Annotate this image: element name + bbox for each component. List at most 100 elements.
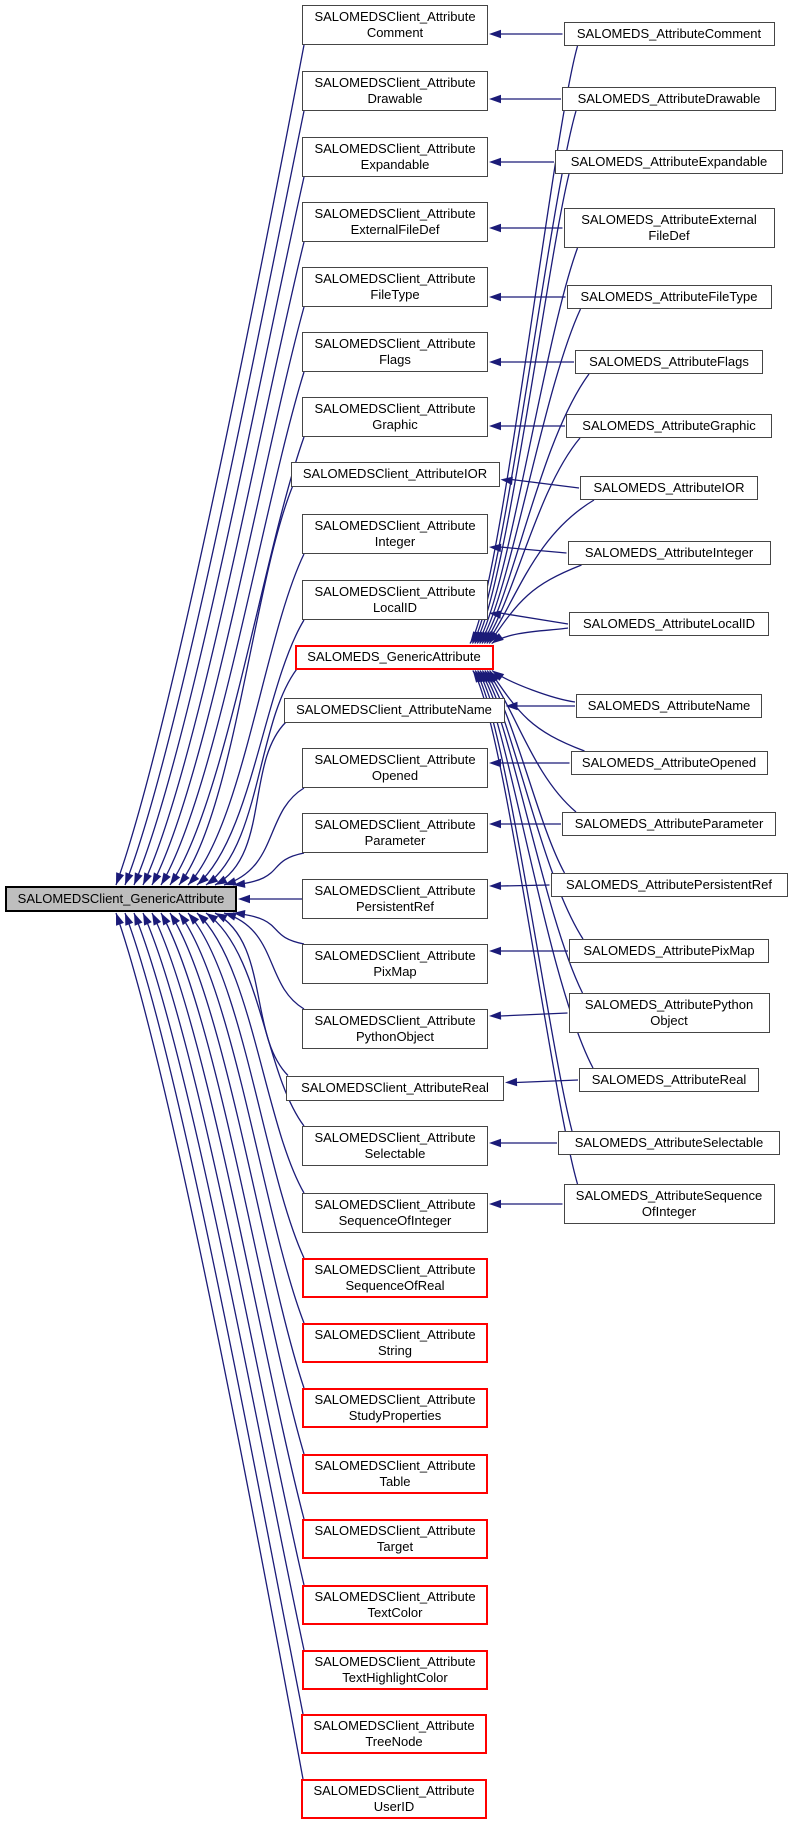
class-node-SALOMEDS_AttributeFileType[interactable]: SALOMEDS_AttributeFileType <box>566 285 772 309</box>
class-node-SALOMEDSClient_AttributeName[interactable]: SALOMEDSClient_AttributeName <box>283 697 505 723</box>
class-node-SALOMEDS_AttributePersistentRef[interactable]: SALOMEDS_AttributePersistentRef <box>550 873 788 897</box>
class-node-SALOMEDS_AttributeIOR[interactable]: SALOMEDS_AttributeIOR <box>580 476 758 500</box>
inheritance-edge <box>486 670 577 813</box>
arrowhead <box>238 894 250 904</box>
class-node-label: String <box>378 1343 412 1358</box>
class-node-label: SALOMEDS_AttributeGraphic <box>582 418 756 433</box>
inheritance-edge <box>205 669 298 886</box>
inheritance-edge <box>160 371 305 886</box>
class-node-label: SALOMEDSClient_Attribute <box>314 336 476 351</box>
class-node-label: TextColor <box>367 1605 423 1620</box>
class-node-label: SALOMEDS_AttributeComment <box>576 26 762 41</box>
arrowhead <box>233 910 246 919</box>
inheritance-edge <box>160 912 305 1455</box>
class-node-SALOMEDS_AttributeInteger[interactable]: SALOMEDS_AttributeInteger <box>567 541 771 565</box>
class-node-SALOMEDS_AttributeOpened[interactable]: SALOMEDS_AttributeOpened <box>570 751 768 775</box>
class-node-SALOMEDS_AttributeGraphic[interactable]: SALOMEDS_AttributeGraphic <box>566 414 772 438</box>
class-node-label: ExternalFileDef <box>350 222 440 237</box>
class-node-label: SALOMEDSClient_Attribute <box>314 1392 476 1407</box>
arrowhead <box>215 875 228 885</box>
arrowhead <box>179 913 190 926</box>
class-node-SALOMEDS_AttributePixMap[interactable]: SALOMEDS_AttributePixMap <box>569 939 769 963</box>
arrowhead <box>491 633 504 644</box>
class-node-label: PixMap <box>373 964 417 979</box>
arrowhead <box>125 872 134 885</box>
class-node-SALOMEDS_AttributeLocalID[interactable]: SALOMEDS_AttributeLocalID <box>569 612 769 636</box>
class-node-SALOMEDS_AttributeReal[interactable]: SALOMEDS_AttributeReal <box>579 1068 759 1092</box>
inheritance-edge <box>196 912 305 1194</box>
class-node-SALOMEDS_AttributeFlags[interactable]: SALOMEDS_AttributeFlags <box>575 350 763 374</box>
class-node-label: FileType <box>370 287 420 302</box>
arrowhead <box>489 819 501 829</box>
class-node-label: SequenceOfReal <box>345 1278 445 1293</box>
class-node-label: Expandable <box>360 157 430 172</box>
class-node-SALOMEDSClient_AttributeIOR[interactable]: SALOMEDSClient_AttributeIOR <box>290 461 500 487</box>
arrowhead <box>161 913 171 926</box>
class-node-label: Table <box>379 1474 411 1489</box>
class-node-SALOMEDS_AttributeComment[interactable]: SALOMEDS_AttributeComment <box>563 22 775 46</box>
class-node-SALOMEDS_AttributeExpandable[interactable]: SALOMEDS_AttributeExpandable <box>555 150 783 174</box>
arrowhead <box>224 877 237 886</box>
inheritance-edge <box>479 670 584 994</box>
class-node-label: SALOMEDSClient_Attribute <box>314 1130 476 1145</box>
inheritance-edge <box>169 436 305 886</box>
inheritance-edge <box>178 486 294 886</box>
class-node-label: SALOMEDSClient_Attribute <box>314 141 476 156</box>
arrowhead <box>489 223 501 233</box>
class-node-SALOMEDS_AttributeParameter[interactable]: SALOMEDS_AttributeParameter <box>562 812 776 836</box>
class-node-label: SALOMEDS_AttributeSelectable <box>574 1135 764 1150</box>
class-node-label: SALOMEDSClient_Attribute <box>314 1523 476 1538</box>
class-node-SALOMEDS_AttributeName[interactable]: SALOMEDS_AttributeName <box>576 694 762 718</box>
class-node-label: OfInteger <box>641 1204 697 1219</box>
arrowhead <box>143 913 152 926</box>
class-node-label: SALOMEDS_AttributeFlags <box>589 354 749 369</box>
inheritance-edge <box>232 912 305 945</box>
class-node-label: SALOMEDSClient_Attribute <box>314 883 476 898</box>
class-node-SALOMEDS_AttributeDrawable[interactable]: SALOMEDS_AttributeDrawable <box>562 87 776 111</box>
arrowhead <box>197 873 209 885</box>
class-node-label: SALOMEDS_AttributeInteger <box>584 545 754 560</box>
class-node-label: SALOMEDSClient_Attribute <box>314 948 476 963</box>
arrowhead <box>492 670 505 681</box>
inheritance-edge <box>489 670 585 752</box>
class-node-SALOMEDS_AttributeSelectable[interactable]: SALOMEDS_AttributeSelectable <box>558 1131 780 1155</box>
class-node-SALOMEDSClient_AttributeReal[interactable]: SALOMEDSClient_AttributeReal <box>286 1075 504 1101</box>
class-node-label: SALOMEDSClient_Attribute <box>314 271 476 286</box>
class-node-label: SALOMEDSClient_Attribute <box>314 584 476 599</box>
arrowhead <box>206 913 219 924</box>
arrowhead <box>489 881 502 891</box>
inheritance-edge <box>142 241 305 886</box>
arrowhead <box>188 913 200 925</box>
class-node-label: PythonObject <box>355 1029 435 1044</box>
class-node-label: Parameter <box>364 833 426 848</box>
class-node-SALOMEDS_GenericAttribute[interactable]: SALOMEDS_GenericAttribute <box>294 644 494 670</box>
